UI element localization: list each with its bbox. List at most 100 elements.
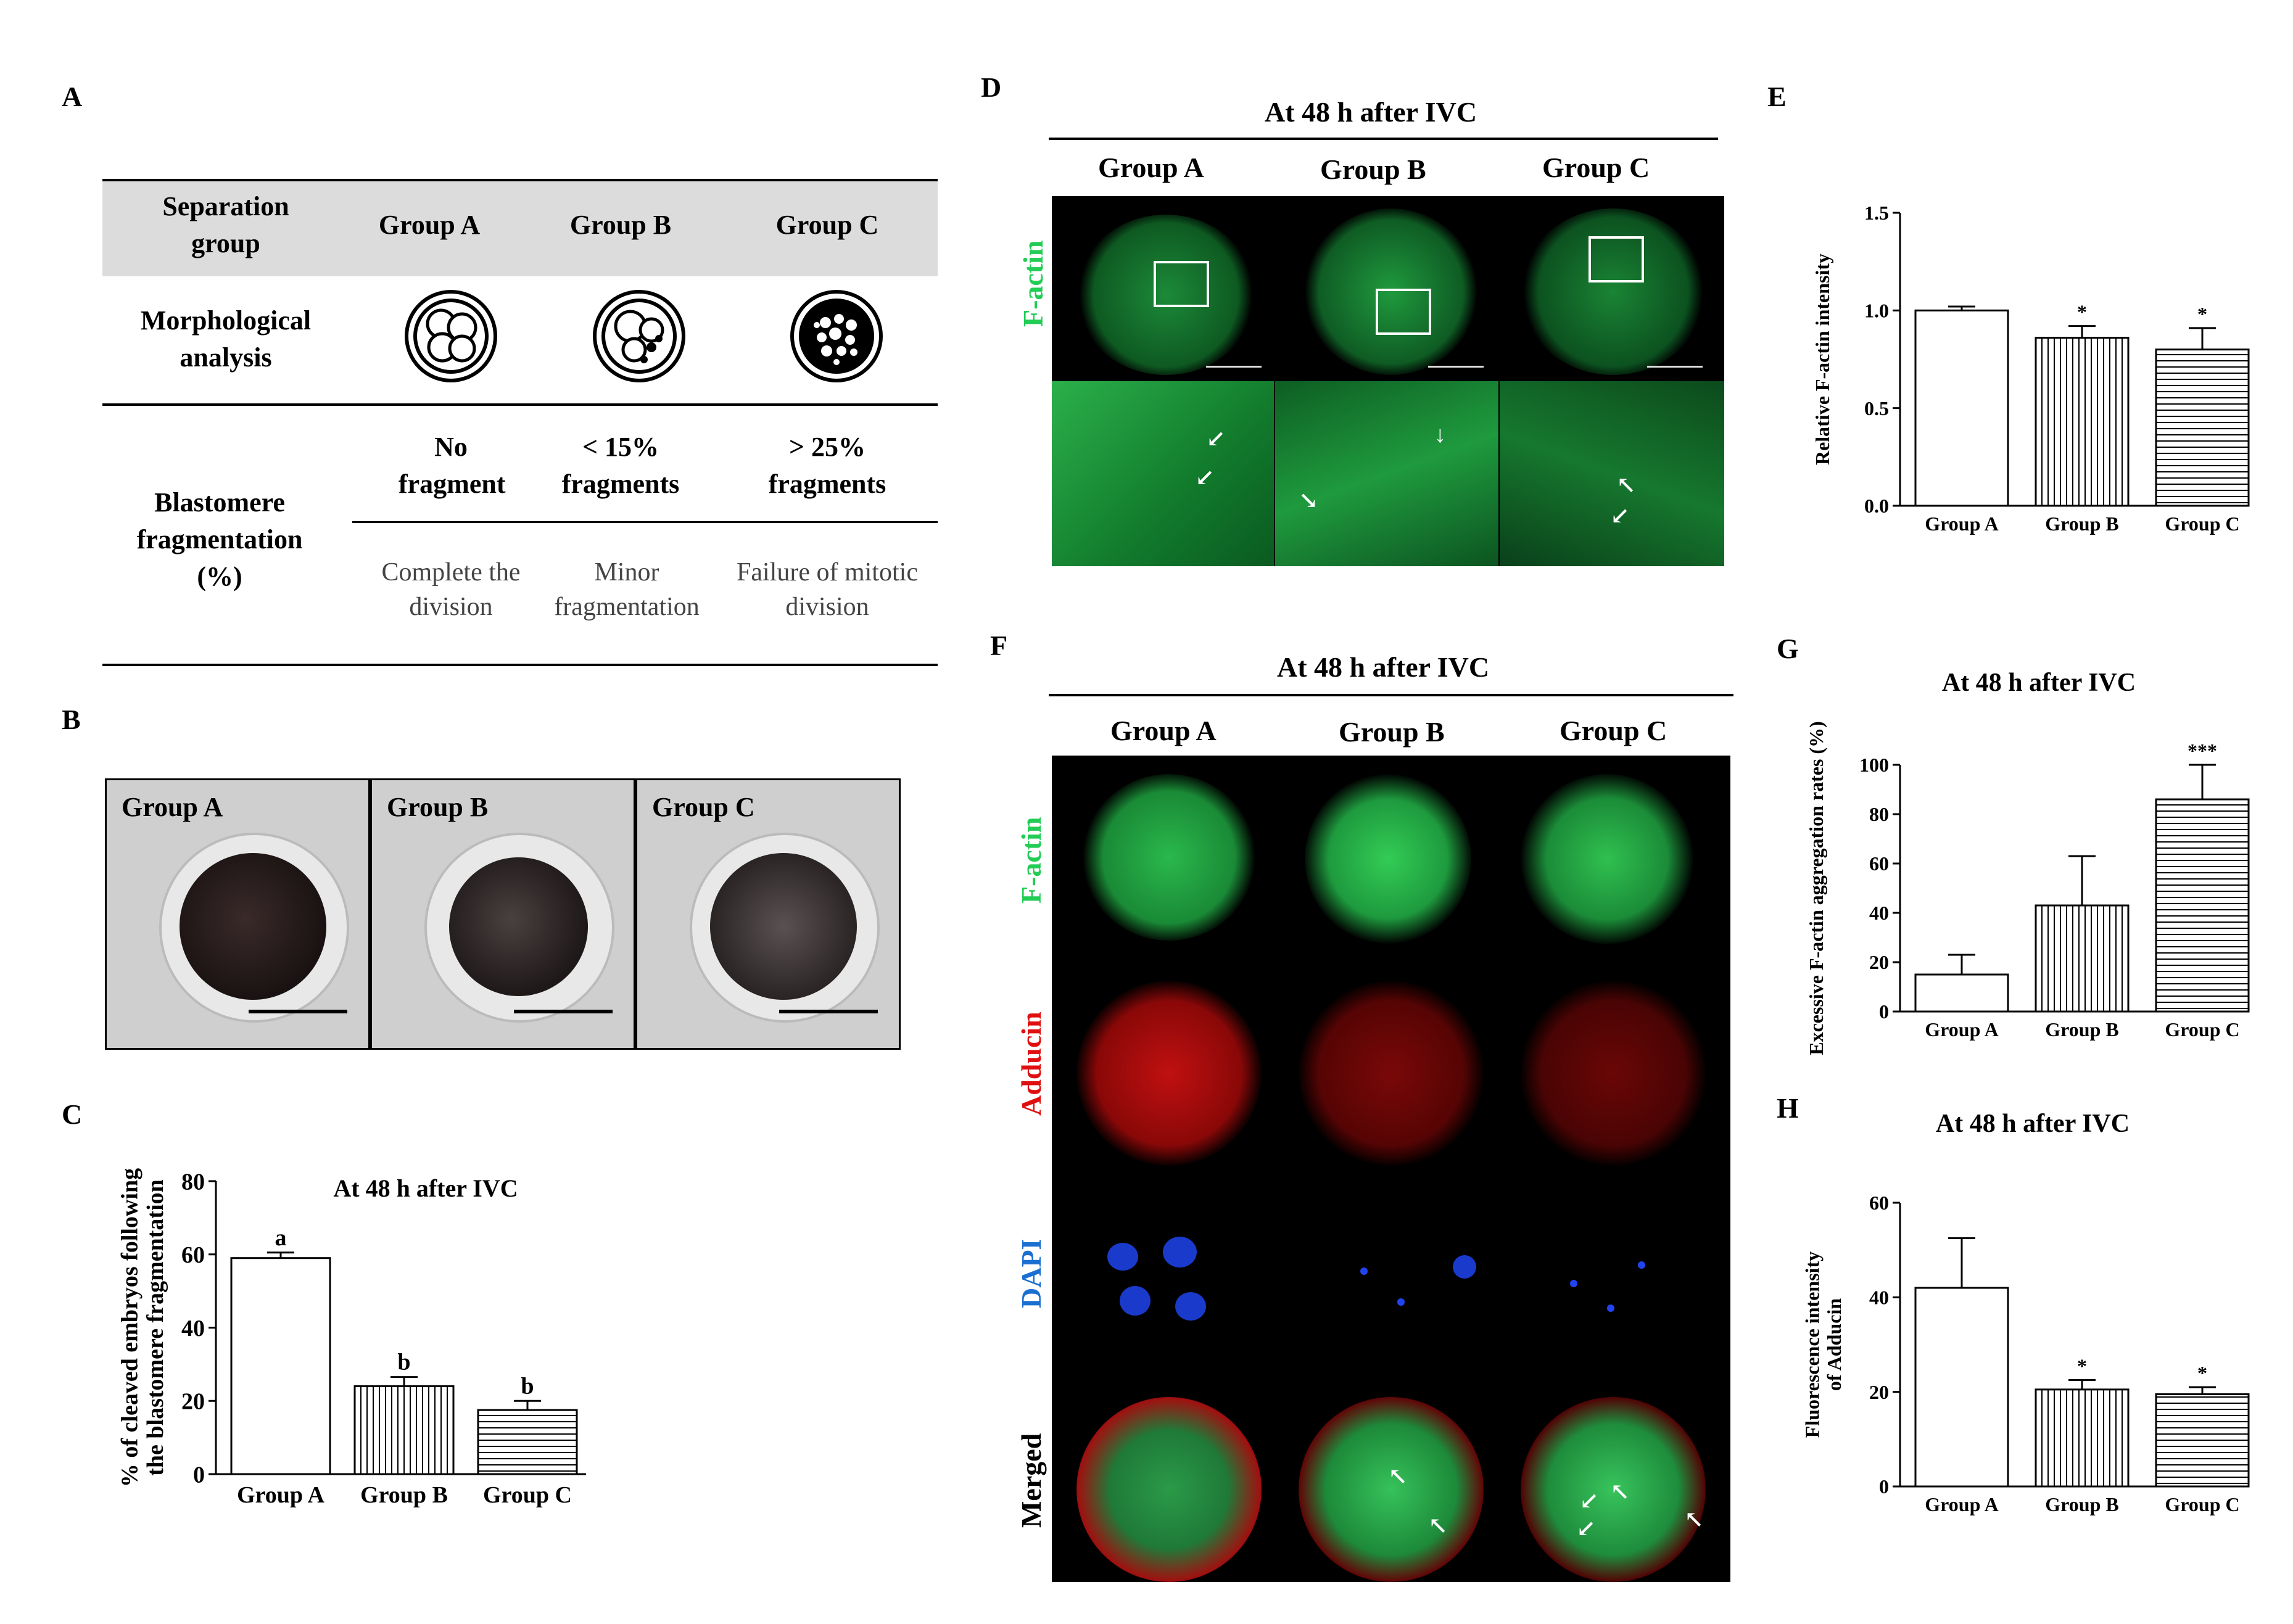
category-label: Group B (360, 1482, 448, 1508)
bar (1914, 973, 2009, 1013)
significance-label: * (2197, 1362, 2207, 1384)
bar (1914, 309, 2009, 507)
immunofluorescence-grid: ↖ ↖ ↙ ↖ ↙ ↖ (1052, 756, 1730, 1582)
panel-label-c: C (62, 1098, 83, 1130)
factin-zoom-strip: ↙ ↙ ↘ ↓ ↖ ↙ (1052, 381, 1724, 566)
factin-overview-strip (1052, 196, 1724, 381)
bar (230, 1257, 331, 1475)
significance-label: b (397, 1350, 410, 1375)
zoom-box-b (1376, 289, 1431, 335)
y-axis-label: % of cleaved embryos followingthe blasto… (117, 1168, 168, 1487)
brightfield-label-a: Group A (122, 792, 223, 822)
header-separation-group: Separation group (162, 191, 289, 258)
header-group-a: Group A (378, 210, 481, 240)
y-tick-label: 60 (1869, 852, 1889, 875)
table-sub-rule (352, 521, 938, 523)
arrow-icon: ↙ (1576, 1516, 1596, 1542)
chart-title: At 48 h after IVC (1942, 669, 2136, 697)
y-tick-label: 1.0 (1864, 300, 1889, 322)
bar (2155, 798, 2250, 1013)
significance-label: b (521, 1373, 534, 1399)
schematic-group-b (593, 290, 685, 382)
frag-group-c: > 25% fragments (768, 432, 886, 499)
y-tick-label: 20 (181, 1389, 205, 1415)
category-label: Group C (2165, 1493, 2239, 1515)
y-tick-label: 80 (181, 1169, 205, 1195)
panel-label-f: F (990, 630, 1008, 661)
y-axis-label: Relative F-actin intensity (1811, 253, 1833, 465)
significance-label: * (2197, 303, 2207, 325)
bar (2035, 904, 2130, 1013)
table-header-background (102, 179, 938, 276)
y-tick-label: 40 (1869, 1287, 1889, 1309)
brightfield-group-b: Group B (370, 778, 635, 1050)
y-tick-label: 80 (1869, 803, 1889, 825)
category-label: Group C (2165, 513, 2239, 535)
y-tick-label: 20 (1869, 1381, 1889, 1403)
arrow-icon: ↖ (1616, 472, 1636, 498)
arrow-icon: ↙ (1610, 503, 1630, 529)
morphological-analysis-label: Morphological analysis (140, 305, 312, 373)
y-tick-label: 100 (1859, 754, 1889, 776)
panel-label-g: G (1777, 633, 1799, 664)
row-label-dapi: DAPI (1015, 1239, 1047, 1309)
schematic-group-c (790, 290, 883, 382)
category-label: Group C (483, 1482, 572, 1508)
arrow-icon: ↙ (1579, 1488, 1599, 1514)
y-tick-label: 1.5 (1864, 202, 1889, 224)
y-tick-label: 40 (181, 1316, 205, 1342)
arrow-icon: ↘ (1299, 488, 1318, 514)
panel-d-row-label: F-actin (1017, 240, 1049, 328)
table-top-rule (102, 179, 938, 181)
scale-bar (514, 1010, 613, 1013)
panel-label-h: H (1777, 1092, 1799, 1124)
bar (2155, 1393, 2250, 1488)
table-mid-rule (102, 403, 938, 406)
panel-d-group-a: Group A (1098, 152, 1204, 183)
zoom-box-c (1589, 236, 1644, 282)
desc-group-a: Complete the division (381, 558, 521, 621)
brightfield-group-c: Group C (635, 778, 901, 1050)
bar (2035, 337, 2130, 507)
desc-group-b: Minor fragmentation (554, 558, 700, 621)
panel-label-a: A (62, 81, 83, 112)
row-label-factin: F-actin (1015, 817, 1047, 904)
bar (2155, 348, 2250, 507)
arrow-icon: ↓ (1434, 422, 1446, 448)
panel-label-b: B (62, 704, 81, 735)
significance-label: a (275, 1225, 287, 1251)
y-tick-label: 0 (1879, 1000, 1889, 1023)
y-tick-label: 60 (181, 1242, 205, 1268)
y-tick-label: 40 (1869, 902, 1889, 924)
arrow-icon: ↙ (1195, 465, 1215, 491)
separation-table: Separation group Group A Group B Group C… (102, 179, 938, 666)
header-group-c: Group C (775, 210, 879, 240)
category-label: Group B (2045, 513, 2118, 535)
panel-f-title: At 48 h after IVC (1277, 651, 1490, 683)
scale-bar (249, 1010, 347, 1013)
brightfield-group-a: Group A (105, 778, 370, 1050)
arrow-icon: ↖ (1610, 1479, 1630, 1505)
y-tick-label: 0.0 (1864, 495, 1889, 517)
row-label-adducin: Adducin (1015, 1012, 1047, 1116)
y-tick-label: 0 (193, 1462, 205, 1488)
frag-group-b: < 15% fragments (561, 432, 680, 499)
significance-label: *** (2188, 740, 2217, 762)
panel-f-group-b: Group B (1339, 716, 1445, 748)
panel-d-group-b: Group B (1320, 154, 1426, 185)
category-label: Group A (1925, 513, 1998, 535)
category-label: Group B (2045, 1018, 2118, 1041)
category-label: Group B (2045, 1493, 2118, 1515)
significance-label: * (2077, 1355, 2087, 1377)
y-axis-label: Fluorescence intensityof Adducin (1801, 1251, 1845, 1438)
y-tick-label: 0 (1879, 1475, 1889, 1498)
panel-label-e: E (1767, 81, 1787, 112)
arrow-icon: ↙ (1206, 426, 1226, 452)
panel-label-d: D (981, 72, 1002, 103)
bar (1914, 1287, 2009, 1488)
category-label: Group C (2165, 1018, 2239, 1041)
